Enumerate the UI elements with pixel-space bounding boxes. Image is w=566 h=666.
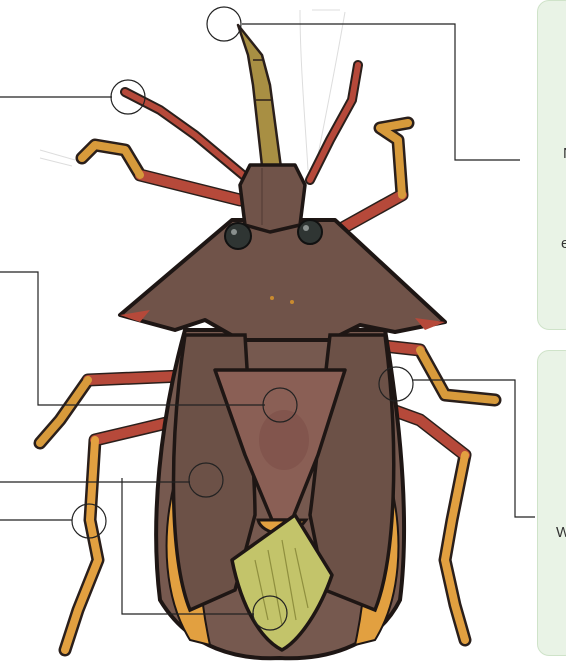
left-eye [225, 223, 251, 249]
label-box-bottom [537, 350, 566, 656]
label-top-line-3: e [561, 236, 566, 251]
antennae [125, 65, 358, 185]
head [240, 165, 305, 232]
label-bottom-line-1: W [556, 525, 566, 540]
bug-body [120, 165, 445, 658]
rostrum [238, 25, 282, 175]
label-box-top [537, 0, 566, 330]
right-eye [298, 220, 322, 244]
callout-rostrum-tip [207, 7, 241, 41]
pronotum [120, 220, 445, 340]
pointer-rostrum [242, 24, 520, 160]
